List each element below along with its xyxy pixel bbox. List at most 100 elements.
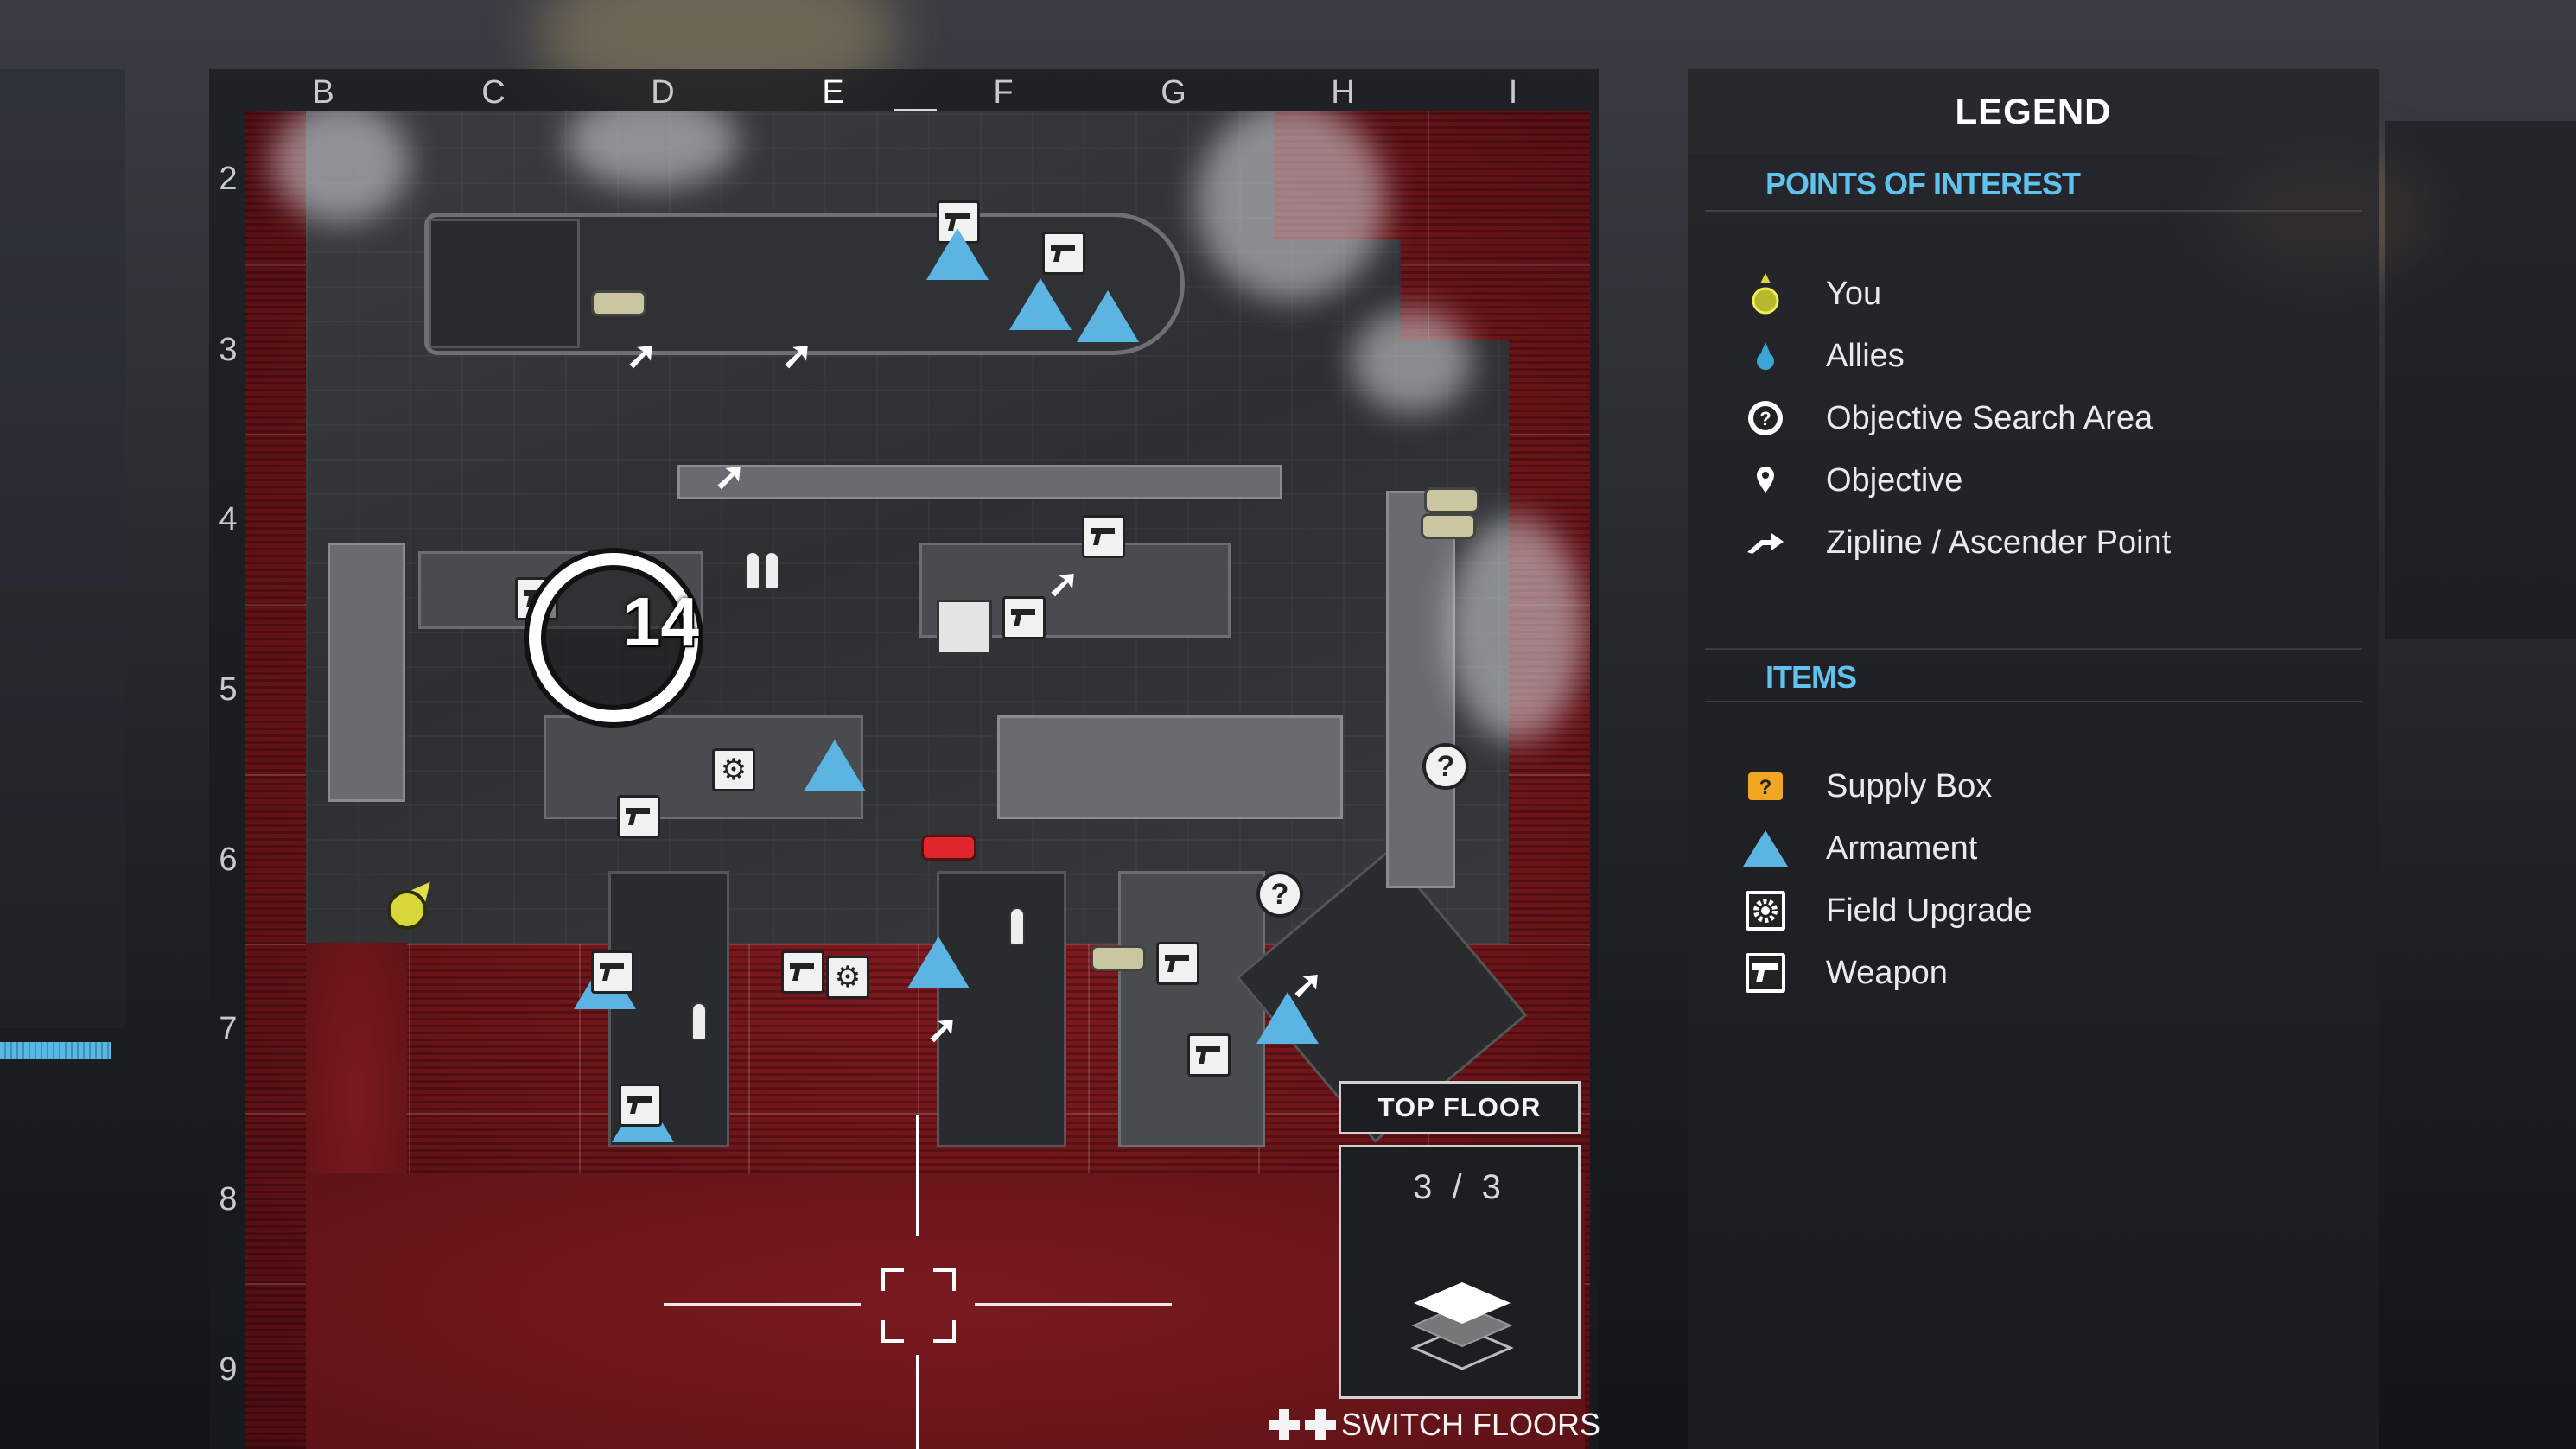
map-column-label: F [993,74,1014,111]
supply-box-icon: ? [1740,760,1791,812]
items-heading: ITEMS [1765,659,1857,695]
crosshair-line [916,1355,919,1449]
ammo-icon[interactable] [745,551,760,589]
search-area-icon: ? [1740,392,1791,444]
fog-cloud [1352,309,1472,413]
weapon-icon[interactable] [591,950,634,994]
crosshair-line [916,1115,919,1236]
legend-row-armament: Armament [1740,823,1977,874]
svg-text:?: ? [1759,776,1772,799]
crosshair-bracket [881,1268,904,1291]
map-column-label: G [1161,74,1186,111]
vehicle-icon[interactable] [1424,487,1479,513]
left-side-panel [0,69,125,588]
legend-label: Armament [1826,829,1978,867]
ally-marker-icon [1740,330,1791,382]
zipline-icon[interactable]: ➚ [1047,562,1079,605]
weapon-icon [1740,947,1791,999]
building [1386,491,1455,888]
legend-title: LEGEND [1688,69,2379,154]
ammo-icon[interactable] [764,551,779,589]
map-row-label: 8 [219,1181,238,1217]
weapon-icon[interactable] [1156,942,1199,985]
supply-crate-icon[interactable] [937,600,992,655]
weapon-icon[interactable] [1042,232,1085,275]
zipline-icon[interactable]: ➚ [714,455,746,498]
legend-label: Allies [1826,337,1905,374]
dpad-icon [1269,1409,1300,1440]
legend-row-supply-box: ? Supply Box [1740,760,1992,812]
armament-icon[interactable] [1256,992,1319,1044]
building [919,543,1231,638]
building [1118,871,1265,1147]
vehicle-icon[interactable] [1421,513,1476,539]
legend-row-field-upgrade: Field Upgrade [1740,885,2032,937]
floor-selector[interactable]: 3 / 3 [1339,1145,1581,1399]
legend-row-allies: Allies [1740,330,1905,382]
legend-row-zipline: Zipline / Ascender Point [1740,517,2171,569]
weapon-icon[interactable] [619,1084,662,1127]
weapon-icon[interactable] [1002,596,1046,639]
armament-icon[interactable] [1077,290,1139,342]
fog-cloud [565,111,738,188]
background-crane [2385,121,2576,639]
floor-count: 3 / 3 [1413,1168,1506,1206]
map-row-label: 9 [219,1351,238,1388]
fog-cloud [1447,517,1585,741]
building [677,465,1282,499]
switch-floors-prompt[interactable]: SWITCH FLOORS [1269,1407,1600,1443]
map-column-label: D [651,74,675,111]
legend-row-search-area: ? Objective Search Area [1740,392,2153,444]
map-row-label: 3 [219,332,238,368]
player-marker-icon [1740,268,1791,320]
weapon-icon[interactable] [1082,515,1125,558]
legend-label: Zipline / Ascender Point [1826,524,2172,561]
floor-tab[interactable]: TOP FLOOR [1339,1081,1581,1134]
field-upgrade-icon[interactable]: ⚙ [712,748,755,791]
armament-icon [1740,823,1791,874]
zipline-icon[interactable]: ➚ [626,334,658,377]
zipline-icon[interactable]: ➚ [926,1008,958,1051]
objective-number: 14 [622,583,699,660]
map-row-label: 5 [219,671,238,708]
map-column-label: H [1331,74,1355,111]
ammo-icon[interactable] [691,1002,707,1040]
map-column-label: B [312,74,334,111]
divider [1705,701,2362,702]
ammo-icon[interactable] [1009,907,1025,945]
building [997,715,1343,819]
crosshair-line [975,1303,1172,1306]
search-area-icon[interactable]: ? [1256,871,1303,918]
field-upgrade-icon[interactable]: ⚙ [826,956,869,999]
legend-row-objective: Objective [1740,454,1962,506]
armament-icon[interactable] [926,228,989,280]
zipline-icon[interactable]: ➚ [781,334,813,377]
legend-label: Objective Search Area [1826,399,2153,436]
search-area-icon[interactable]: ? [1422,743,1469,790]
armament-icon[interactable] [1009,278,1072,330]
divider [1705,648,2362,650]
building [429,219,580,348]
map-row-label: 6 [219,842,238,878]
map-row-label: 4 [219,501,238,537]
svg-text:?: ? [1759,408,1771,429]
map-column-label: I [1508,74,1518,111]
weapon-icon[interactable] [781,950,824,994]
dpad-icon [1305,1409,1336,1440]
weapon-icon[interactable] [1187,1033,1231,1077]
legend-label: Weapon [1826,954,1948,991]
armament-icon[interactable] [907,937,970,988]
vehicle-icon[interactable] [591,290,646,316]
map-row-label: 7 [219,1011,238,1047]
armament-icon[interactable] [804,740,866,791]
objective-pin-icon [1740,454,1791,506]
weapon-icon[interactable] [617,795,660,838]
vehicle-icon[interactable] [921,835,976,861]
field-upgrade-icon [1740,885,1791,937]
zipline-icon [1740,517,1791,569]
legend-label: You [1826,275,1882,312]
vehicle-icon[interactable] [1091,945,1146,971]
fog-cloud [271,111,410,223]
player-marker-icon [387,890,427,930]
switch-floors-label: SWITCH FLOORS [1341,1407,1601,1442]
